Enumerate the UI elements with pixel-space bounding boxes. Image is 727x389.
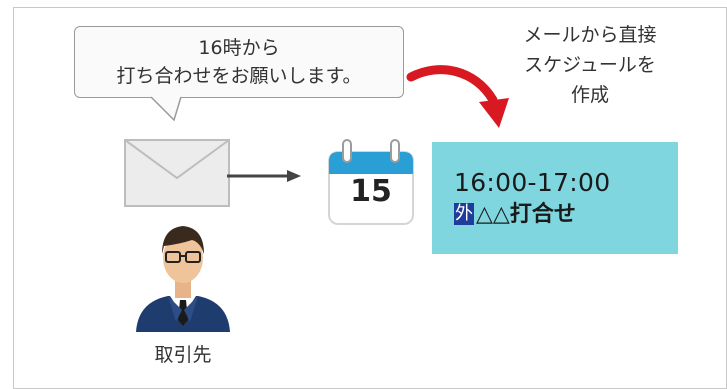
- note-line-3: 作成: [570, 84, 609, 106]
- speech-bubble: 16時から 打ち合わせをお願いします。: [74, 26, 404, 98]
- event-time: 16:00-17:00: [454, 168, 611, 197]
- note-line-2: スケジュールを: [524, 54, 656, 76]
- curved-arrow: [406, 65, 509, 128]
- event-title-row: 外△△打合せ: [454, 200, 678, 230]
- bubble-line-2: 打ち合わせをお願いします。: [116, 65, 362, 87]
- business-person-icon: [136, 226, 230, 332]
- bubble-line-1: 16時から: [198, 37, 280, 59]
- schedule-event: 16:00-17:00 外△△打合せ: [432, 142, 678, 254]
- note-line-1: メールから直接: [523, 24, 657, 46]
- calendar-graphic: [328, 139, 414, 225]
- right-arrow: [227, 170, 301, 182]
- calendar-icon: 15: [328, 138, 414, 226]
- calendar-day: 15: [350, 174, 392, 209]
- outside-badge: 外: [454, 203, 474, 225]
- caption-note: メールから直接 スケジュールを 作成: [480, 20, 700, 110]
- speech-bubble-tail: [150, 96, 182, 122]
- person-label: 取引先: [154, 344, 212, 366]
- envelope-icon: [124, 139, 230, 207]
- event-title: △△打合せ: [476, 202, 576, 227]
